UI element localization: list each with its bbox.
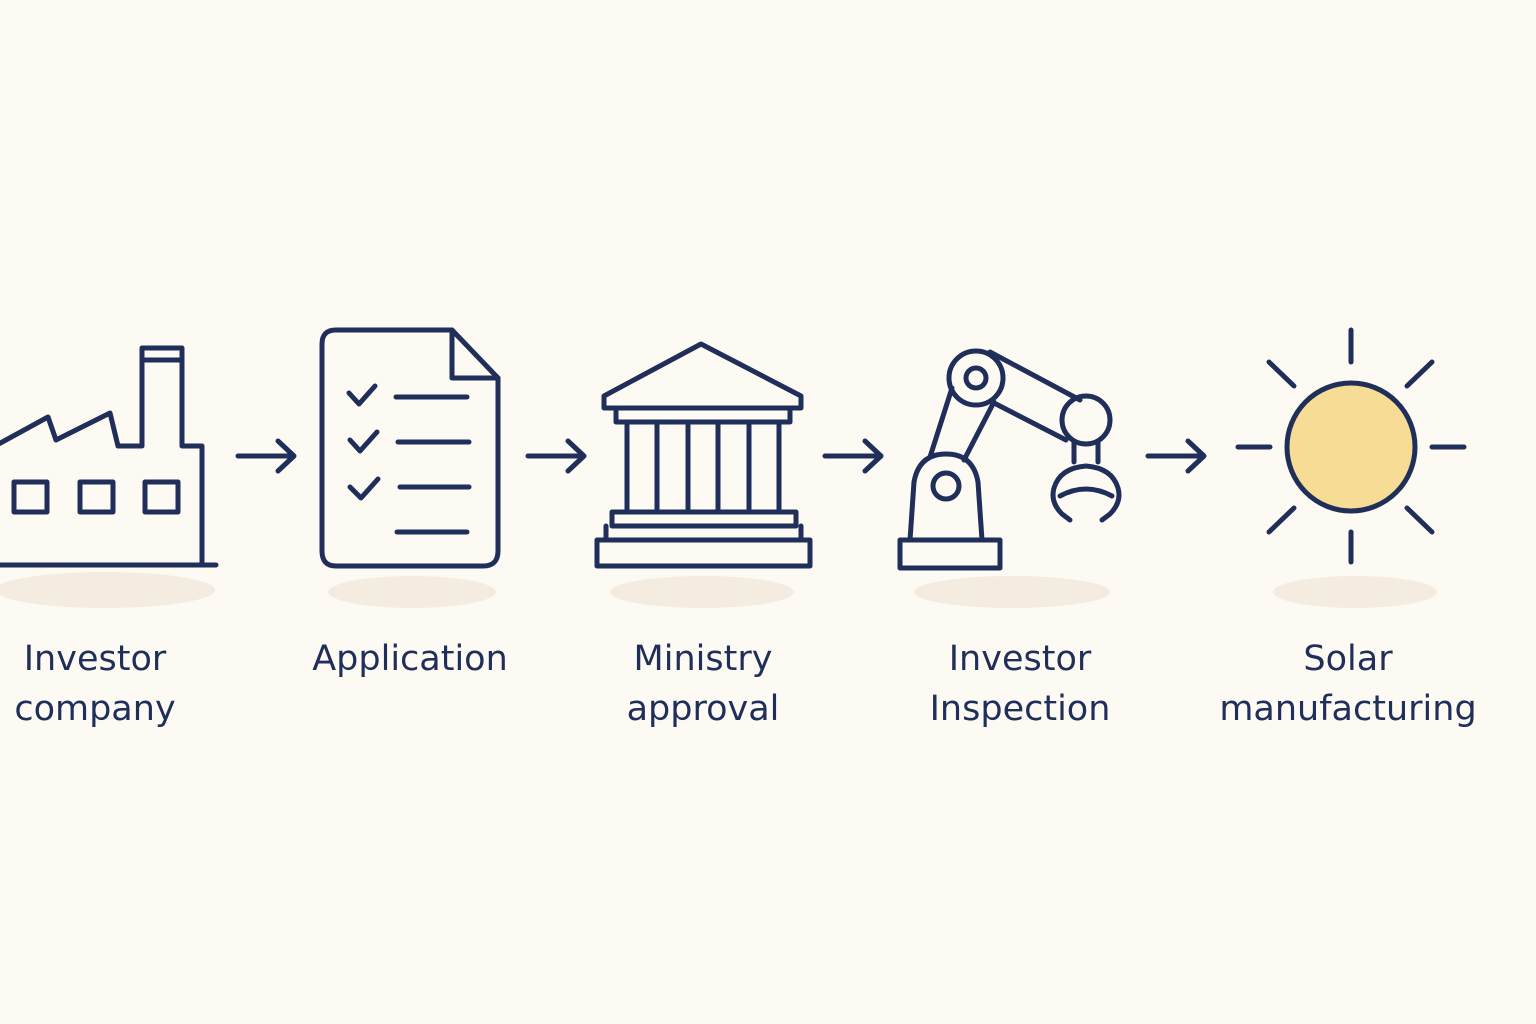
- sun-shadow: [1273, 576, 1437, 608]
- factory-icon: [0, 345, 219, 568]
- arrow-right-icon: [1145, 438, 1207, 474]
- robotic-arm-icon: [897, 348, 1122, 571]
- arrow-right-icon: [525, 438, 587, 474]
- robot-shadow: [914, 576, 1110, 608]
- step-label-ministry-approval: Ministry approval: [598, 634, 808, 734]
- factory-shadow: [0, 572, 215, 608]
- label-line: company: [14, 689, 176, 729]
- label-line: Investor: [23, 639, 167, 679]
- step-label-application: Application: [300, 634, 520, 684]
- step-label-investor-inspection: Investor Inspection: [910, 634, 1130, 734]
- label-line: Solar: [1303, 639, 1393, 679]
- arrow-right-icon: [822, 438, 884, 474]
- label-line: Investor: [948, 639, 1092, 679]
- document-shadow: [328, 576, 496, 608]
- checklist-document-icon: [319, 327, 501, 569]
- government-building-icon: [594, 341, 813, 569]
- label-line: Ministry: [633, 639, 773, 679]
- label-line: Inspection: [929, 689, 1111, 729]
- arrow-right-icon: [235, 438, 297, 474]
- step-label-solar-manufacturing: Solar manufacturing: [1212, 634, 1484, 734]
- step-label-investor-company: Investor company: [0, 634, 190, 734]
- sun-icon: [1235, 327, 1467, 565]
- label-line: manufacturing: [1219, 689, 1477, 729]
- label-line: Application: [312, 639, 508, 679]
- building-shadow: [610, 576, 794, 608]
- label-line: approval: [626, 689, 780, 729]
